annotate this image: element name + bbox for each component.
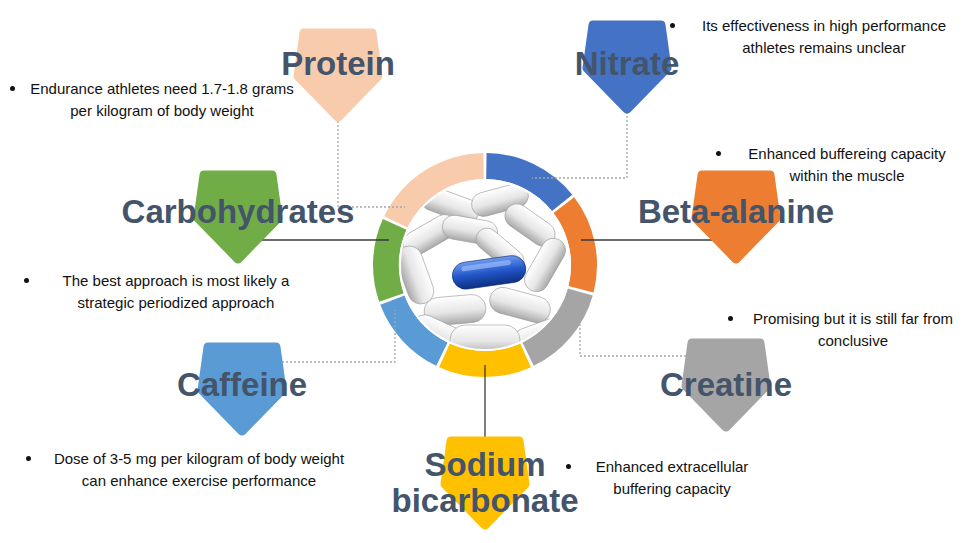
- bullet-note: Dose of 3-5 mg per kilogram of body weig…: [24, 448, 358, 492]
- node-title: Nitrate: [570, 46, 685, 82]
- note-text: Enhanced extracellular buffering capacit…: [596, 458, 749, 497]
- bullet-note: Its effectiveness in high performance at…: [668, 15, 964, 59]
- bullet-dot: [566, 464, 571, 469]
- node-title: Creatine: [655, 367, 798, 403]
- leader-line: [484, 365, 485, 442]
- blue-capsule: [451, 254, 528, 291]
- bullet-note: The best approach is most likely a strat…: [22, 270, 314, 314]
- node-title: Protein: [276, 46, 400, 82]
- bullet-dot: [728, 316, 733, 321]
- pentagon-node: Beta-alanine: [633, 170, 840, 265]
- note-text: Enhanced buffereing capacity within the …: [748, 145, 945, 184]
- capsule: [450, 325, 520, 355]
- bullet-dot: [26, 456, 31, 461]
- node-title: Sodium bicarbonate: [385, 447, 585, 520]
- node-title: Carbohydrates: [117, 194, 360, 230]
- bullet-dot: [670, 23, 675, 28]
- node-title: Caffeine: [172, 367, 313, 403]
- note-text: Endurance athletes need 1.7-1.8 grams pe…: [30, 80, 294, 119]
- pentagon-node: Carbohydrates: [117, 170, 360, 265]
- note-text: Promising but it is still far from concl…: [753, 310, 953, 349]
- pentagon-node: Nitrate: [570, 20, 685, 115]
- pentagon-node: Creatine: [655, 338, 798, 433]
- note-text: Its effectiveness in high performance at…: [702, 17, 946, 56]
- bullet-dot: [10, 86, 15, 91]
- node-title: Beta-alanine: [633, 194, 840, 230]
- bullet-note: Endurance athletes need 1.7-1.8 grams pe…: [8, 78, 300, 122]
- capsule: [487, 284, 554, 325]
- bullet-note: Enhanced buffereing capacity within the …: [714, 143, 964, 187]
- bullet-dot: [716, 151, 721, 156]
- note-text: Dose of 3-5 mg per kilogram of body weig…: [54, 450, 344, 489]
- pentagon-node: Protein: [276, 28, 400, 123]
- bullet-dot: [24, 278, 29, 283]
- capsule: [520, 234, 570, 296]
- leader-line: [338, 101, 405, 207]
- capsule: [393, 242, 438, 307]
- segmented-ring: [373, 153, 597, 377]
- pill-pile: [393, 181, 571, 360]
- note-text: The best approach is most likely a strat…: [63, 272, 290, 311]
- bullet-note: Promising but it is still far from concl…: [726, 308, 964, 352]
- bullet-note: Enhanced extracellular buffering capacit…: [564, 456, 764, 500]
- pentagon-node: Sodium bicarbonate: [385, 436, 585, 531]
- pentagon-node: Caffeine: [172, 342, 313, 437]
- leader-line: [532, 100, 627, 178]
